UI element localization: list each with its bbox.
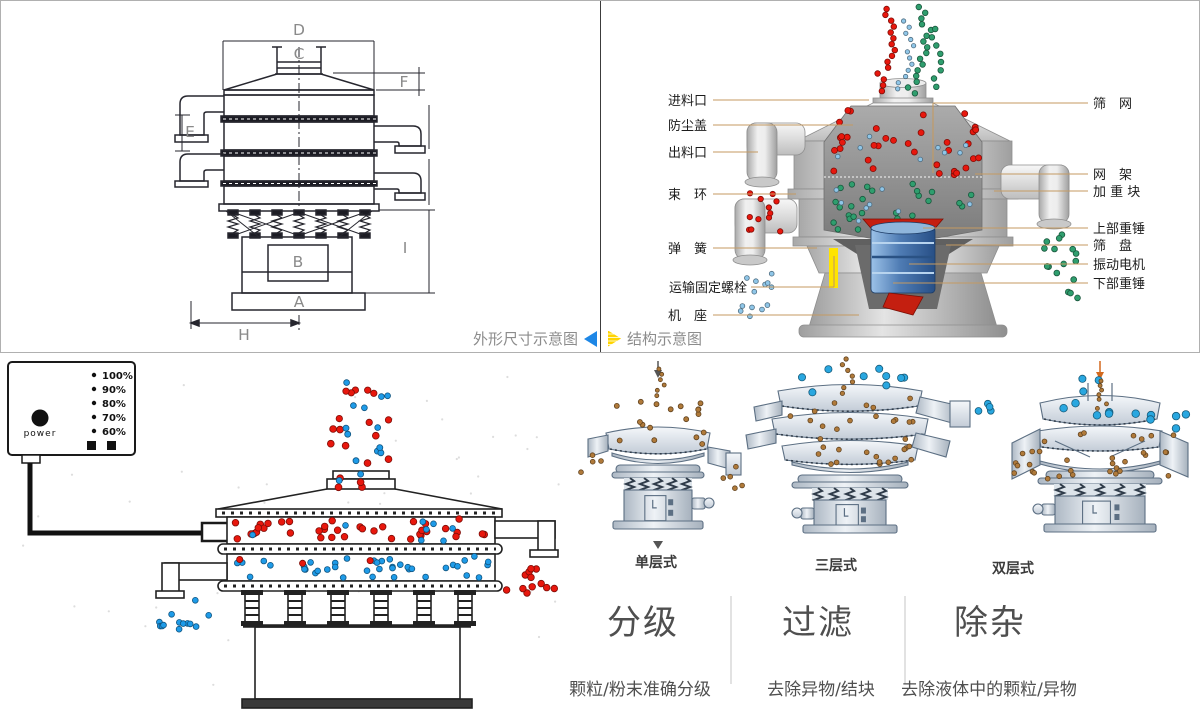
level-70: 70% — [102, 413, 126, 424]
power-knob — [31, 409, 49, 427]
dimension-caption: 外形尺寸示意图 — [472, 330, 578, 348]
label-transport-bolt: 运输固定螺栓 — [669, 280, 747, 296]
label-spring: 弹 簧 — [668, 241, 707, 257]
dim-letter-E: E — [185, 123, 195, 141]
structure-panel: 进料口 防尘盖 出料口 束 环 弹 簧 运输固定螺栓 机 座 筛 网 网 架 加… — [601, 1, 1199, 352]
function-filter: 过滤 — [782, 603, 854, 643]
label-sieve-pan: 筛 盘 — [1093, 238, 1132, 254]
structure-caption-row: 结构示意图 — [608, 328, 702, 349]
label-lower-hammer: 下部重锤 — [1093, 276, 1145, 292]
desc-classify: 颗粒/粉末准确分级 — [569, 680, 711, 700]
label-vibration-motor: 振动电机 — [1093, 258, 1145, 273]
dim-letter-I: I — [403, 239, 408, 257]
bottom-graphics: power 100% 90% 80% 70% 60% — [7, 356, 1191, 709]
label-screen-mesh: 筛 网 — [1093, 97, 1132, 112]
yellow-right-triangle-icon — [608, 330, 621, 347]
desc-remove-impurity: 去除液体中的颗粒/异物 — [901, 680, 1077, 700]
dim-letter-F: F — [400, 73, 409, 91]
model-name-double: 双层式 — [992, 560, 1034, 577]
label-upper-hammer: 上部重锤 — [1093, 221, 1145, 237]
desc-filter: 去除异物/结块 — [767, 680, 875, 700]
model-name-three: 三层式 — [815, 557, 857, 574]
dimension-panel: D C F E I B A H 外形尺寸示意图 — [1, 1, 601, 352]
dim-letter-D: D — [293, 21, 305, 39]
speed-control-box: power 100% 90% 80% 70% 60% — [7, 361, 234, 543]
model-name-single: 单层式 — [635, 554, 677, 571]
top-section: D C F E I B A H 外形尺寸示意图 — [0, 0, 1200, 353]
label-machine-base: 机 座 — [668, 309, 707, 324]
label-discharge-outlet: 出料口 — [668, 146, 707, 161]
label-clamp-ring: 束 环 — [668, 188, 707, 203]
label-mesh-frame: 网 架 — [1093, 168, 1132, 183]
label-weight-block: 加 重 块 — [1093, 184, 1140, 200]
speed-levels: 100% 90% 80% 70% 60% — [91, 371, 133, 438]
blue-left-triangle-icon — [584, 330, 597, 347]
dimension-drawing: D C F E I B A H — [174, 21, 435, 344]
principle-machine — [155, 470, 559, 709]
function-classify: 分级 — [607, 603, 679, 643]
label-dust-cover: 防尘盖 — [668, 118, 707, 134]
callout-lines — [713, 99, 1088, 316]
bottom-section: power 100% 90% 80% 70% 60% — [0, 353, 1200, 714]
function-remove-impurity: 除杂 — [954, 603, 1026, 643]
level-90: 90% — [102, 385, 126, 396]
structure-caption: 结构示意图 — [627, 330, 703, 348]
dim-letter-B: B — [293, 253, 304, 271]
dim-letter-C: C — [294, 45, 305, 63]
model-illustrations — [587, 361, 1189, 549]
level-80: 80% — [102, 399, 126, 410]
level-100: 100% — [102, 371, 133, 382]
dimension-caption-row: 外形尺寸示意图 — [473, 328, 597, 349]
power-cable — [27, 463, 202, 536]
structure-illustration: 进料口 防尘盖 出料口 束 环 弹 簧 运输固定螺栓 机 座 筛 网 网 架 加… — [668, 3, 1145, 338]
power-label: power — [24, 429, 57, 439]
label-feed-inlet: 进料口 — [668, 94, 707, 109]
dim-letter-H: H — [238, 326, 250, 344]
level-60: 60% — [102, 427, 126, 438]
dim-letter-A: A — [294, 293, 305, 311]
